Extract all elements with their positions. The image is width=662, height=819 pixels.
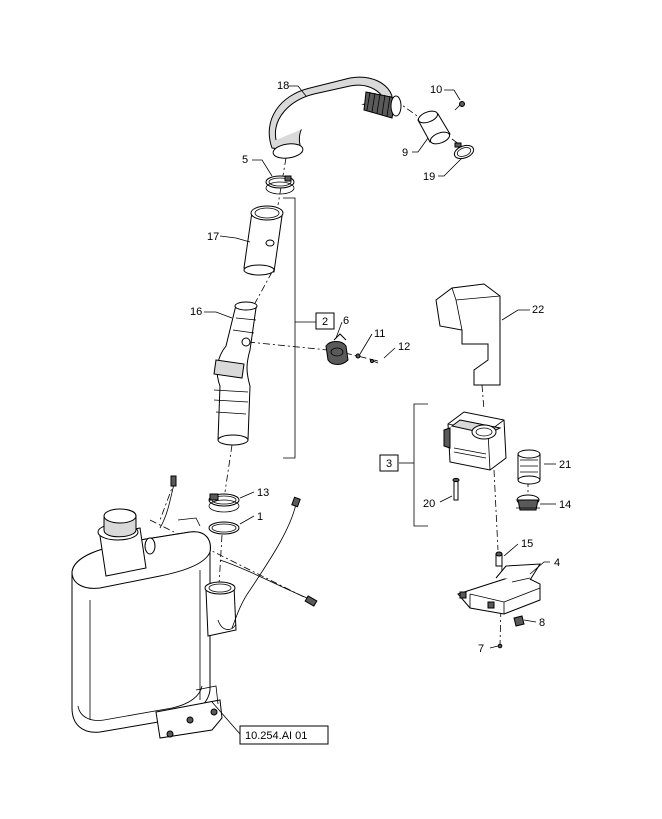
callout-1: 1 <box>257 511 263 523</box>
part-7-screw <box>497 643 503 649</box>
sensor-wire-left <box>159 475 201 529</box>
callout-17: 17 <box>207 231 219 243</box>
callout-22: 22 <box>532 304 544 316</box>
callout-19: 19 <box>423 171 435 183</box>
assembly-3-bracket <box>399 403 428 527</box>
assembly-callout-2: 2 <box>315 312 335 330</box>
callout-18: 18 <box>277 80 289 92</box>
callout-14: 14 <box>559 499 571 511</box>
cross-reference-label[interactable]: 10.254.AI 01 <box>245 730 307 742</box>
callout-5: 5 <box>242 154 248 166</box>
part-19-hose-clamp <box>453 142 475 160</box>
part-18-elbow-pipe <box>268 76 402 159</box>
outlet-pipe <box>204 581 237 637</box>
part-21-filter <box>517 449 541 485</box>
callout-7: 7 <box>478 643 484 655</box>
callout-11: 11 <box>374 328 385 340</box>
callout-9: 9 <box>402 147 408 159</box>
part-3-sensor-module <box>443 411 507 471</box>
callout-6: 6 <box>343 315 349 327</box>
callout-3: 3 <box>386 458 392 470</box>
inlet-cylinder <box>97 508 156 577</box>
part-10-screw <box>459 101 465 107</box>
part-6-sensor <box>325 333 349 365</box>
sensor-wire-right <box>219 496 318 629</box>
callout-labels: 18 10 9 19 5 17 16 6 11 12 22 21 14 20 1… <box>190 80 571 655</box>
callout-15: 15 <box>521 538 533 550</box>
part-15-fitting <box>495 551 503 567</box>
assembly-2-bracket <box>283 197 316 459</box>
part-14-cap <box>516 494 540 511</box>
part-20-bolt <box>452 477 460 501</box>
callout-20: 20 <box>423 498 435 510</box>
assembly-callout-3: 3 <box>379 454 399 472</box>
callout-13: 13 <box>257 487 269 499</box>
callout-4: 4 <box>554 557 560 569</box>
mounting-feet <box>155 685 223 739</box>
callout-10: 10 <box>430 84 442 96</box>
leader-lines <box>204 85 556 735</box>
part-5-clamp <box>265 175 295 195</box>
callout-8: 8 <box>539 617 545 629</box>
part-8-nut <box>513 615 525 627</box>
part-9-sleeve <box>417 110 451 145</box>
callout-12: 12 <box>398 341 410 353</box>
part-13-band-clamp <box>208 493 240 513</box>
callout-21: 21 <box>559 459 571 471</box>
part-17-intake-tube <box>243 205 284 276</box>
part-1-gasket <box>208 521 240 535</box>
aftertreatment-canister <box>71 475 318 739</box>
part-22-cover <box>435 283 501 386</box>
corrugated-section <box>363 91 402 119</box>
callout-2: 2 <box>322 316 328 328</box>
part-4-mounting-plate <box>457 563 541 615</box>
part-16-flex-tube <box>213 301 258 446</box>
part-11-washer <box>355 353 361 359</box>
part-12-bolt <box>369 358 379 364</box>
callout-16: 16 <box>190 306 202 318</box>
cross-reference-link[interactable]: 10.254.AI 01 <box>239 725 329 745</box>
